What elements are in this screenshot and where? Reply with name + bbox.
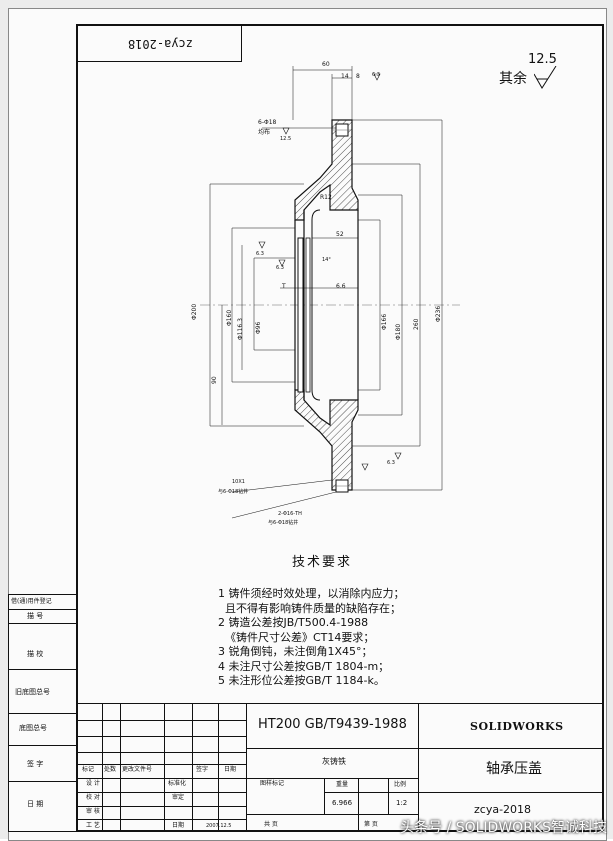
strip-label: 旧底图总号 [15, 688, 50, 696]
watermark: 头条号 / SOLIDWORKS智诚科技 [400, 820, 607, 836]
tb-row-label: 审 核 [86, 808, 100, 815]
tech-item: 《铸件尺寸公差》CT14要求； [218, 630, 375, 644]
dim-holes-sub: 均布 [258, 129, 271, 136]
material-sub: 灰铸铁 [322, 757, 346, 766]
left-strip: 借(通)用件登记 描 号 描 校 旧底图总号 底图总号 签 字 日 期 [8, 594, 78, 832]
dim-ra-4: 6.3 [372, 72, 380, 78]
dim-ra-3: 6.3 [387, 460, 395, 466]
strip-label: 描 号 [27, 612, 44, 620]
dim-14deg: 14° [322, 257, 331, 263]
scale-label: 比例 [394, 781, 407, 788]
weight-value: 6.966 [332, 799, 353, 807]
weight-label: 重量 [336, 781, 349, 788]
tech-item: 1 铸件须经时效处理，以消除内应力； [218, 587, 405, 600]
tb-row-label: 校 对 [86, 794, 100, 801]
dim-holes: 6-Φ18 [258, 119, 277, 126]
tb-row-label: 日期 [224, 766, 237, 773]
dim-r12: R12 [320, 194, 332, 201]
dim-60: 60 [322, 61, 330, 68]
title-block: 标记 处数 更改文件号 签字 日期 设 计 标准化 校 对 审定 审 核 工 艺… [78, 703, 604, 832]
material: HT200 GB/T9439-1988 [258, 717, 407, 732]
dim-ra-1: 6.3 [256, 251, 264, 257]
tb-row-label: 日期 [172, 822, 185, 829]
header-box-text: zcya-2018 [128, 37, 194, 51]
tb-row-label: 审定 [172, 794, 185, 801]
drawing-frame [76, 24, 604, 832]
stage-label: 图样标记 [260, 780, 285, 787]
dim-14: 14 [341, 73, 349, 80]
strip-label: 签 字 [27, 760, 44, 768]
drawing-no: zcya-2018 [474, 803, 532, 816]
sheets-label: 共 页 [264, 821, 278, 828]
tb-row-label: 设 计 [86, 780, 100, 787]
part-drawing [200, 66, 460, 519]
strip-label: 借(通)用件登记 [11, 598, 52, 605]
dim-260: 260 [413, 318, 420, 330]
roughness-label: 其余 [499, 71, 527, 87]
tech-item: 4 未注尺寸公差按GB/T 1804-m； [218, 659, 390, 673]
scale-value: 1:2 [396, 799, 408, 807]
dim-d200: Φ200 [191, 303, 198, 320]
dim-thread1b: 与6-Φ18钻井 [218, 489, 249, 495]
tech-item: 5 未注形位公差按GB/T 1184-k。 [218, 674, 385, 687]
tb-row-label: 标准化 [168, 780, 187, 787]
tb-row-label: 工 艺 [86, 822, 100, 829]
part-name: 轴承压盖 [486, 761, 542, 777]
dim-holes-ra: 12.5 [280, 136, 292, 142]
dim-52: 52 [336, 231, 344, 238]
strip-label: 日 期 [27, 800, 44, 808]
tb-row-label: 标记 [82, 766, 95, 773]
tb-row-label: 签字 [196, 766, 209, 773]
tech-list: 1 铸件须经时效处理，以消除内应力； 且不得有影响铸件质量的缺陷存在； 2 铸造… [218, 587, 518, 689]
dim-thread2: 2-Φ16-TH [278, 511, 302, 517]
sheet-label: 第 页 [364, 821, 378, 828]
paper [8, 8, 607, 841]
tech-item: 3 锐角倒钝，未注倒角1X45°； [218, 645, 373, 658]
tb-date: 2007.12.5 [206, 823, 232, 829]
dim-d166: Φ166 [381, 313, 388, 330]
brand-logo: SOLIDWORKS [470, 720, 564, 733]
strip-label: 底图总号 [19, 724, 47, 732]
tb-row-label: 更改文件号 [122, 766, 153, 773]
dim-thread1: 10X1 [232, 479, 245, 485]
header-box: zcya-2018 [78, 26, 242, 62]
strip-label: 描 校 [27, 650, 44, 658]
dim-90: 90 [211, 376, 218, 384]
dim-d180: Φ180 [395, 323, 402, 340]
roughness-icon [534, 66, 557, 89]
dim-thread2b: 与6-Φ18钻井 [268, 520, 299, 526]
dim-d236: Φ236 [435, 305, 442, 322]
dim-66: 6.6 [336, 283, 346, 290]
dim-t: T [282, 283, 286, 290]
tech-item: 2 铸造公差按JB/T500.4-1988 [218, 616, 369, 629]
dim-d160: Φ160 [226, 309, 233, 326]
roughness-value: 12.5 [528, 52, 557, 67]
tb-row-label: 处数 [104, 766, 117, 773]
dim-8: 8 [356, 73, 360, 80]
tech-title: 技术要求 [292, 555, 353, 570]
dim-d96: Φ96 [255, 321, 262, 334]
dim-ra-2: 6.3 [276, 265, 284, 271]
dim-d116: Φ116.3 [237, 318, 244, 340]
tech-item: 且不得有影响铸件质量的缺陷存在； [218, 601, 401, 615]
